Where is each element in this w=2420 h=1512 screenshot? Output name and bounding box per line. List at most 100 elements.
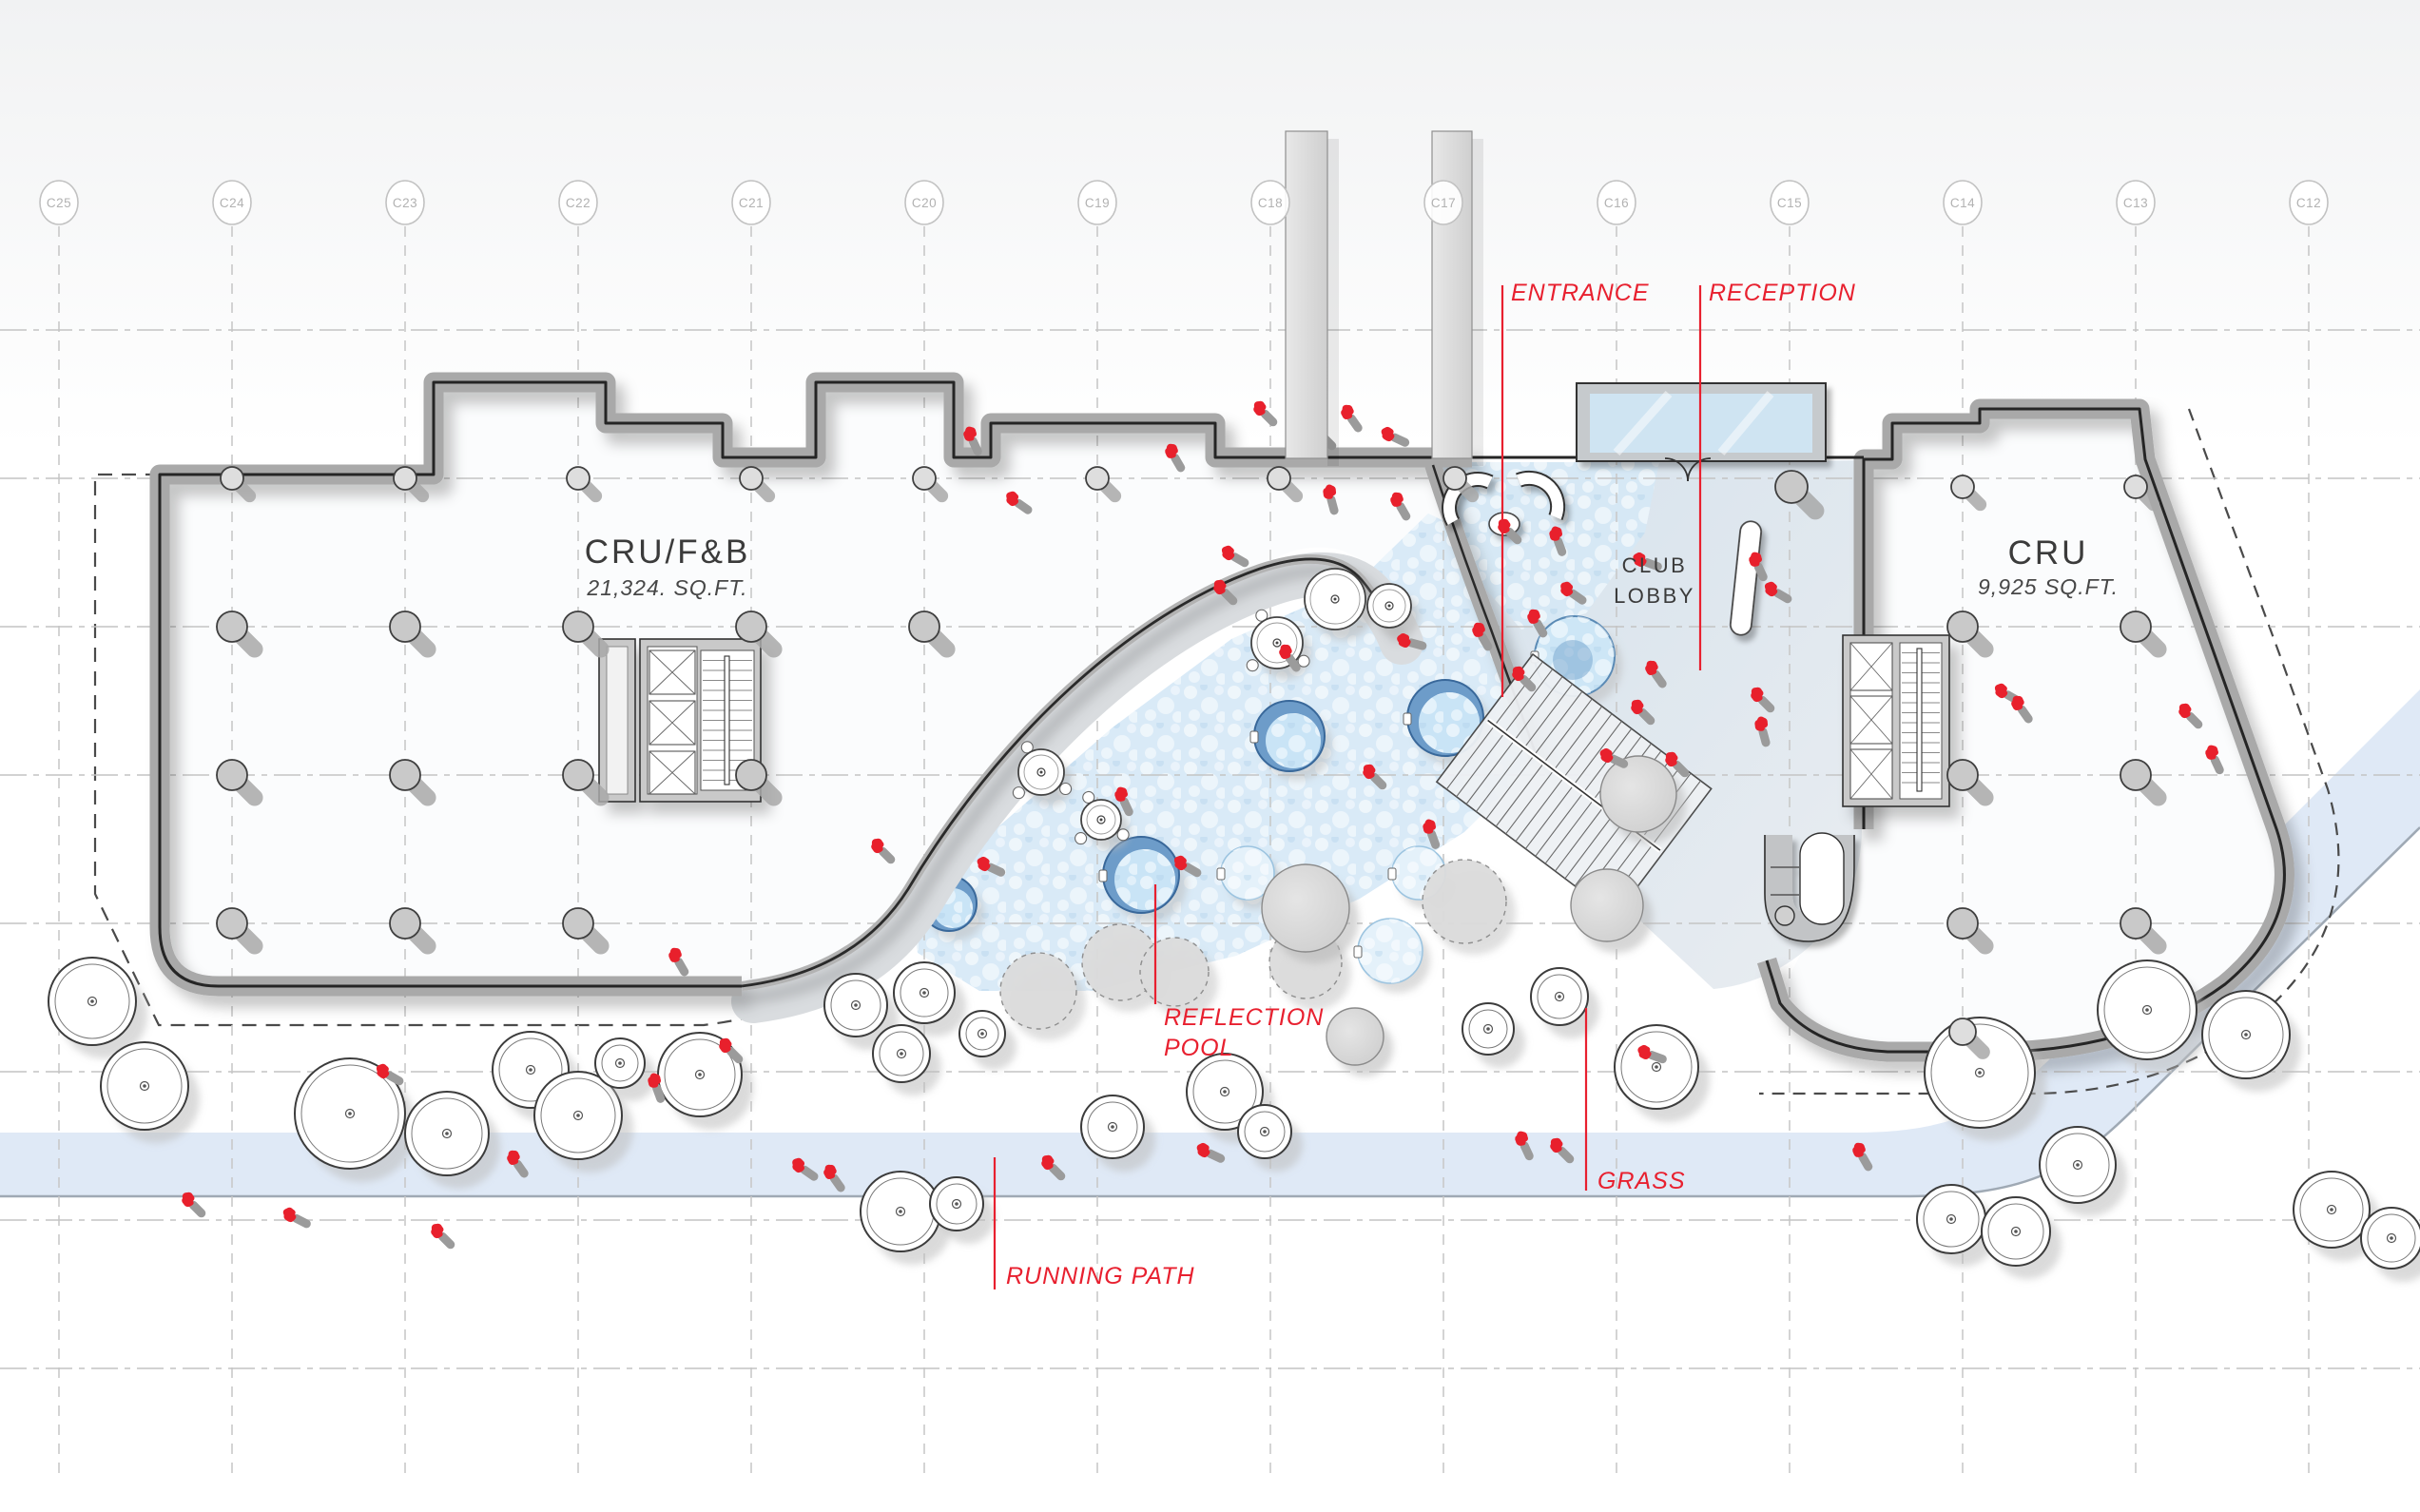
grid-marker-label: C15 <box>1777 196 1802 210</box>
light-pool <box>1353 918 1430 993</box>
label-cru-area: 9,925 SQ.FT. <box>1978 574 2119 599</box>
grid-marker-label: C19 <box>1085 196 1110 210</box>
person <box>1114 786 1133 817</box>
person <box>1041 1154 1066 1181</box>
dark-pool <box>1098 836 1187 922</box>
person <box>2011 695 2033 724</box>
grid-marker-label: C18 <box>1258 196 1283 210</box>
person <box>871 838 896 864</box>
column <box>739 466 776 503</box>
person <box>1631 699 1655 726</box>
column <box>562 907 610 955</box>
grid-marker-c17: C17 <box>1423 180 1463 225</box>
tree <box>1530 967 1599 1038</box>
person <box>1397 633 1427 650</box>
grid-marker-label: C22 <box>566 196 590 210</box>
space-labels: CRU/F&B 21,324. SQ.FT. CRU 9,925 SQ.FT. … <box>585 533 2119 608</box>
label-reception: RECEPTION <box>1709 280 1856 306</box>
tree <box>100 1041 200 1143</box>
person <box>1279 644 1301 672</box>
tree <box>872 1024 941 1095</box>
columns <box>216 466 2167 1059</box>
grid-marker-c23: C23 <box>385 180 425 225</box>
tree <box>294 1057 416 1182</box>
person <box>1381 426 1410 447</box>
person <box>431 1223 455 1250</box>
column <box>389 611 436 658</box>
grid-marker-label: C24 <box>220 196 244 210</box>
running-path-band <box>0 689 2420 1196</box>
grid-marker-label: C14 <box>1950 196 1975 210</box>
canopy-strip <box>1285 130 1339 466</box>
trees-and-planters <box>48 755 2420 1282</box>
person <box>823 1164 845 1192</box>
planter <box>1326 1007 1393 1076</box>
background-tint <box>0 0 2420 447</box>
tree <box>929 1176 995 1244</box>
person <box>1423 819 1441 849</box>
column <box>1085 466 1122 503</box>
column <box>393 466 430 503</box>
tree <box>1981 1196 2062 1279</box>
grid-marker-label: C13 <box>2123 196 2148 210</box>
canopy-tree <box>999 952 1086 1040</box>
pools <box>917 615 1622 993</box>
tree <box>958 1010 1016 1070</box>
person <box>1637 1044 1667 1064</box>
tree <box>2360 1207 2420 1282</box>
person <box>963 426 982 456</box>
column <box>562 611 610 658</box>
column <box>389 907 436 955</box>
tree <box>657 1032 753 1130</box>
grid-marker-label: C23 <box>393 196 417 210</box>
person <box>1751 687 1775 713</box>
column <box>220 466 257 503</box>
person <box>1165 443 1186 473</box>
umbrella-table <box>1366 583 1420 638</box>
canopy-tree <box>1139 937 1218 1018</box>
grid-marker-c20: C20 <box>904 180 944 225</box>
column <box>912 466 949 503</box>
column <box>1948 1018 1990 1059</box>
label-reflection-pool-2: POOL <box>1164 1035 1233 1061</box>
column <box>566 466 603 503</box>
person <box>2178 703 2203 729</box>
person <box>282 1207 311 1229</box>
annotation-leaders <box>993 285 1702 1289</box>
grid-marker-c13: C13 <box>2116 180 2156 225</box>
person <box>1749 552 1768 582</box>
person <box>1852 1142 1873 1172</box>
person <box>1498 518 1522 545</box>
grid-marker-c18: C18 <box>1250 180 1290 225</box>
person <box>182 1192 206 1218</box>
column <box>2120 907 2167 955</box>
label-cru-fb-area: 21,324. SQ.FT. <box>586 575 747 600</box>
person <box>1560 581 1587 605</box>
column <box>1267 466 1304 503</box>
column <box>1774 470 1825 520</box>
person <box>1323 484 1339 515</box>
tree <box>2097 960 2208 1073</box>
person <box>1363 764 1387 790</box>
label-entrance: ENTRANCE <box>1511 280 1650 306</box>
person <box>792 1157 819 1181</box>
tree <box>2201 990 2301 1092</box>
person <box>719 1037 744 1064</box>
umbrella-table <box>1074 790 1130 850</box>
dark-pool <box>1249 700 1332 781</box>
person <box>1633 552 1662 572</box>
grid-marker-c16: C16 <box>1597 180 1636 225</box>
grid-marker-c19: C19 <box>1077 180 1117 225</box>
tree <box>893 961 966 1037</box>
lobby-furniture <box>1442 470 1763 636</box>
person <box>1764 581 1792 604</box>
person <box>1549 526 1567 556</box>
person <box>1006 491 1033 514</box>
person <box>1390 492 1411 521</box>
grid-marker-c25: C25 <box>39 180 79 225</box>
grid-marker-c12: C12 <box>2289 180 2329 225</box>
column <box>562 759 610 806</box>
person <box>1221 545 1249 568</box>
person <box>1512 666 1537 692</box>
